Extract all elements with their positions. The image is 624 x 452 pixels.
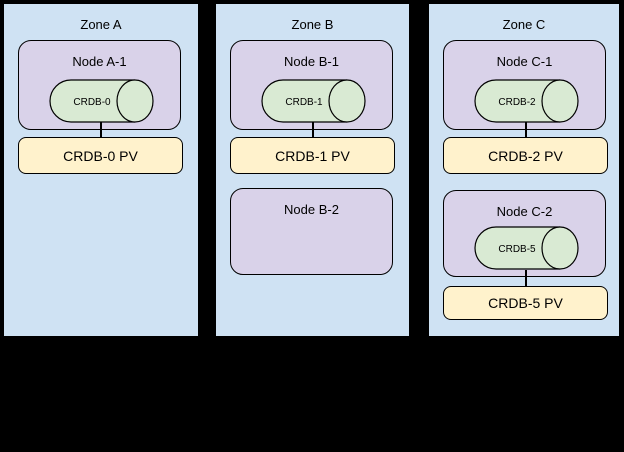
crdb-2-pv: CRDB-2 PV — [443, 137, 608, 174]
node-b-1: Node B-1 CRDB-1 — [230, 40, 393, 130]
node-c-2: Node C-2 CRDB-5 — [443, 190, 606, 277]
node-a-1: Node A-1 CRDB-0 — [18, 40, 181, 130]
crdb-5-pod-label: CRDB-5 — [498, 244, 536, 255]
connector-line — [312, 122, 314, 138]
crdb-2-pv-label: CRDB-2 PV — [488, 147, 563, 164]
zone-a: Zone A Node A-1 CRDB-0 CRDB-0 PV — [2, 2, 200, 338]
crdb-5-pv: CRDB-5 PV — [443, 286, 608, 320]
zone-c: Zone C Node C-1 CRDB-2 CRDB-2 PV Node C-… — [427, 2, 621, 338]
zone-b-label: Zone B — [291, 17, 334, 32]
crdb-1-pv: CRDB-1 PV — [230, 137, 395, 174]
crdb-1-pv-label: CRDB-1 PV — [275, 147, 350, 164]
node-b-1-label: Node B-1 — [284, 54, 339, 69]
crdb-0-pv: CRDB-0 PV — [18, 137, 183, 174]
node-c-1-label: Node C-1 — [496, 54, 553, 69]
zone-c-label: Zone C — [502, 17, 546, 32]
crdb-0-pod-label: CRDB-0 — [73, 97, 111, 108]
crdb-5-pv-label: CRDB-5 PV — [488, 295, 563, 311]
crdb-0-pod-cylinder-icon: CRDB-0 — [48, 79, 154, 123]
crdb-0-pv-label: CRDB-0 PV — [63, 147, 138, 164]
node-b-2-label: Node B-2 — [284, 202, 339, 217]
crdb-5-pod-cylinder-icon: CRDB-5 — [473, 226, 579, 270]
node-b-2: Node B-2 — [230, 188, 393, 275]
node-c-1: Node C-1 CRDB-2 — [443, 40, 606, 130]
crdb-2-pod-label: CRDB-2 — [498, 97, 536, 108]
crdb-1-pod-cylinder-icon: CRDB-1 — [260, 79, 366, 123]
connector-line — [100, 122, 102, 138]
connector-line — [525, 270, 527, 286]
crdb-2-pod-cylinder-icon: CRDB-2 — [473, 79, 579, 123]
node-c-2-label: Node C-2 — [496, 204, 553, 219]
crdb-1-pod-label: CRDB-1 — [285, 97, 323, 108]
connector-line — [525, 122, 527, 138]
zone-a-label: Zone A — [80, 17, 122, 32]
node-a-1-label: Node A-1 — [72, 54, 127, 69]
zone-b: Zone B Node B-1 CRDB-1 CRDB-1 PV Node B-… — [214, 2, 411, 338]
